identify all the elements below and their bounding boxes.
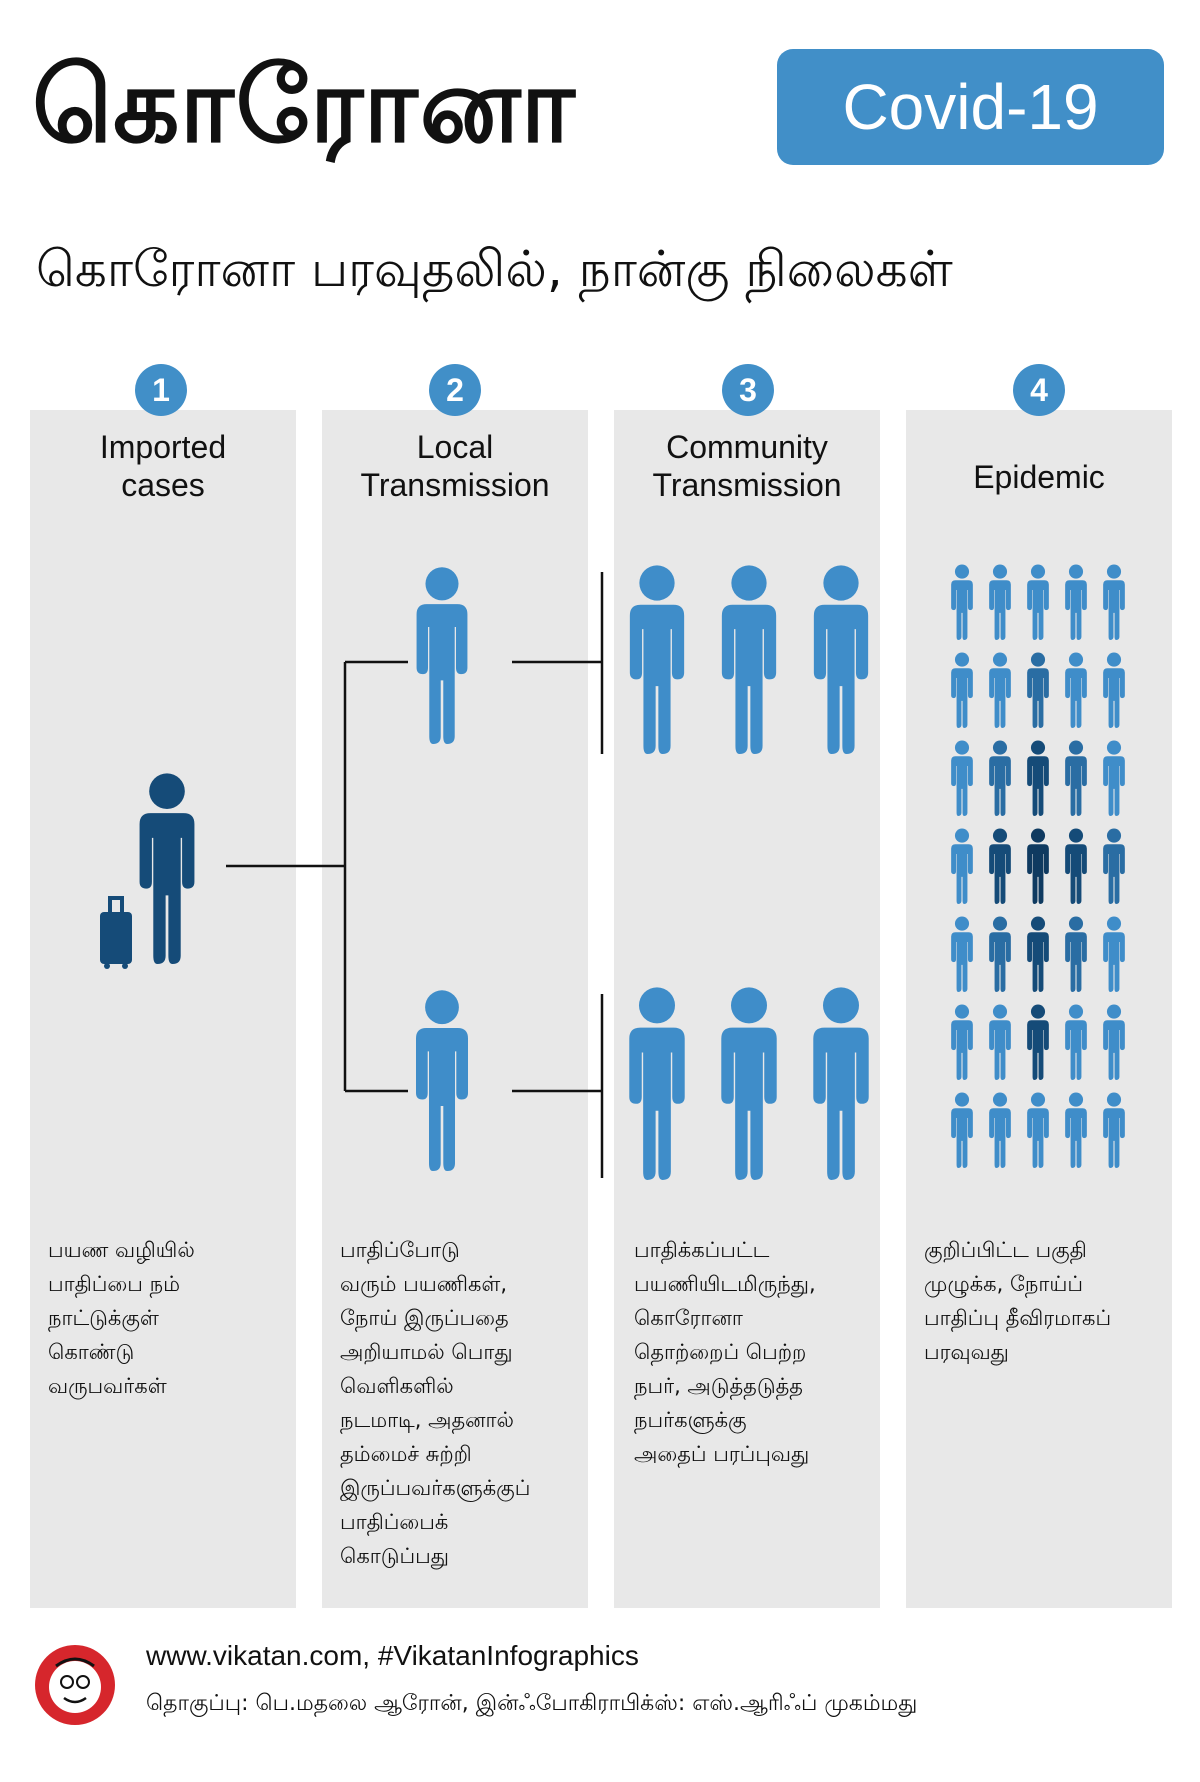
person-icon: [1103, 652, 1125, 728]
person-icon: [989, 916, 1011, 992]
person-icon: [951, 1092, 973, 1168]
person-icon: [1065, 740, 1087, 816]
person-icon: [1027, 652, 1049, 728]
traveller-icon: [139, 773, 195, 964]
person-icon: [989, 1092, 1011, 1168]
person-icon: [951, 652, 973, 728]
person-icon: [989, 1004, 1011, 1080]
footer-credit: தொகுப்பு: பெ.மதலை ஆரோன், இன்ஃபோகிராபிக்ஸ…: [146, 1691, 918, 1716]
person-icon: [1103, 1092, 1125, 1168]
person-icon: [1065, 1004, 1087, 1080]
person-icon: [813, 987, 869, 1180]
stage-heading-4: Epidemic: [973, 459, 1105, 495]
stage-description-3: பாதிக்கப்பட்ட பயணியிடமிருந்து, கொரோனா தொ…: [634, 1238, 816, 1466]
person-icon: [951, 828, 973, 904]
person-icon: [1103, 564, 1125, 640]
person-icon: [813, 565, 869, 754]
person-icon: [1027, 916, 1049, 992]
person-icon: [951, 916, 973, 992]
covid-badge: Covid-19: [777, 49, 1164, 165]
page-title: கொரோனா: [32, 44, 577, 166]
stage-description-2: பாதிப்போடு வரும் பயணிகள், நோய் இருப்பதை …: [340, 1238, 531, 1568]
person-icon: [1027, 1004, 1049, 1080]
stage-number-1: 1: [135, 364, 187, 416]
person-icon: [1103, 740, 1125, 816]
community-person-icons: [629, 565, 869, 1180]
stage-heading-1: Imported cases: [99, 429, 227, 503]
person-icon: [1065, 564, 1087, 640]
person-icon: [989, 828, 1011, 904]
vikatan-logo: [35, 1645, 115, 1725]
stage-description-1: பயண வழியில் பாதிப்பை நம் நாட்டுக்குள் கொ…: [48, 1238, 195, 1398]
person-icon: [1027, 1092, 1049, 1168]
person-icon: [629, 565, 685, 754]
page-subtitle: கொரோனா பரவுதலில், நான்கு நிலைகள்: [36, 240, 953, 298]
local-person-icons: [416, 567, 468, 1171]
person-icon: [1027, 828, 1049, 904]
person-icon: [1065, 916, 1087, 992]
person-icon: [1065, 652, 1087, 728]
person-icon: [721, 987, 777, 1180]
person-icon: [951, 564, 973, 640]
person-icon: [951, 740, 973, 816]
person-icon: [951, 1004, 973, 1080]
stage-number-4: 4: [1013, 364, 1065, 416]
stage-description-4: குறிப்பிட்ட பகுதி முழுக்க, நோய்ப் பாதிப்…: [924, 1238, 1112, 1364]
suitcase-icon: [100, 896, 132, 969]
footer-url: www.vikatan.com, #VikatanInfographics: [146, 1640, 639, 1671]
person-icon: [1065, 828, 1087, 904]
stage-number-2: 2: [429, 364, 481, 416]
person-icon: [1103, 828, 1125, 904]
person-icon: [1103, 1004, 1125, 1080]
stage-heading-2: Local Transmission: [360, 429, 550, 503]
epidemic-crowd-icons: [951, 564, 1125, 1168]
person-icon: [989, 652, 1011, 728]
person-icon: [989, 564, 1011, 640]
person-icon: [989, 740, 1011, 816]
person-icon: [1027, 740, 1049, 816]
person-icon: [416, 567, 468, 744]
stage-heading-3: Community Transmission: [652, 429, 842, 503]
person-icon: [721, 565, 777, 754]
person-icon: [416, 990, 468, 1171]
person-icon: [1065, 1092, 1087, 1168]
connector-lines: [226, 572, 604, 1178]
stage-panel-1: [30, 410, 296, 1608]
person-icon: [1027, 564, 1049, 640]
person-icon: [1103, 916, 1125, 992]
person-icon: [629, 987, 685, 1180]
stage-number-3: 3: [722, 364, 774, 416]
